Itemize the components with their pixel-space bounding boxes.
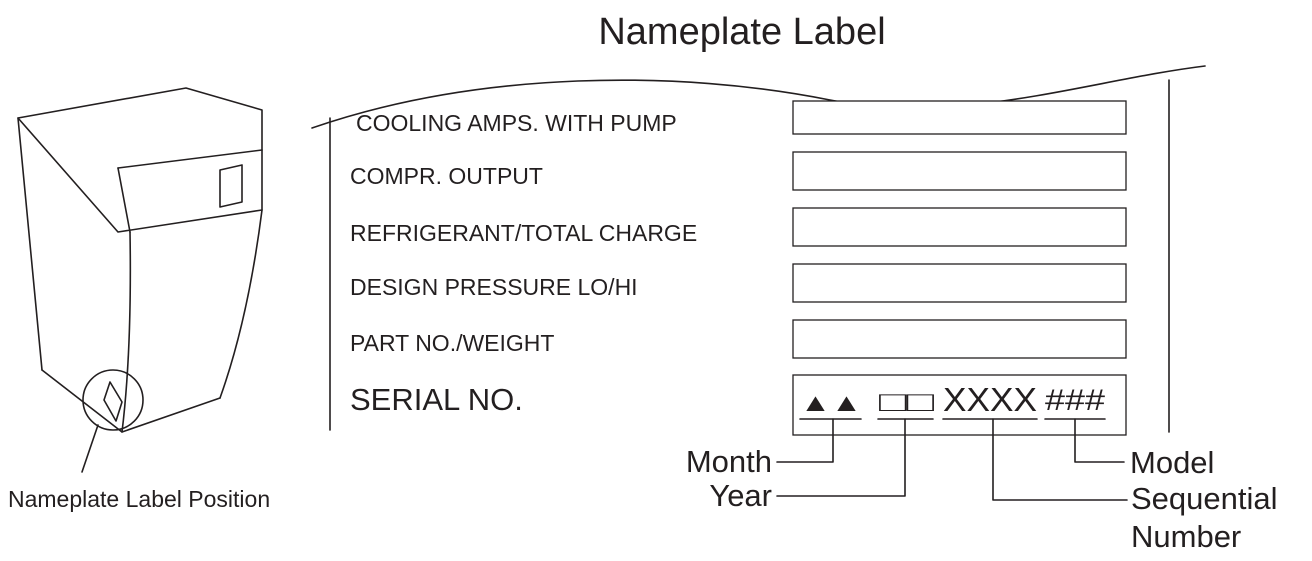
label-position-circle bbox=[82, 369, 144, 431]
label-sheet bbox=[311, 65, 1206, 433]
callout-number: Number bbox=[1131, 519, 1241, 554]
unit-bottom-edge bbox=[41, 369, 221, 433]
field-label-design-pressure: DESIGN PRESSURE LO/HI bbox=[350, 274, 638, 300]
callout-month: Month bbox=[686, 444, 772, 479]
unit-right-edge bbox=[219, 209, 263, 399]
field-box-refrigerant bbox=[792, 207, 1127, 247]
sequential-leader-line bbox=[992, 418, 1128, 501]
unit-top-edge bbox=[117, 149, 263, 169]
field-label-compr-output: COMPR. OUTPUT bbox=[350, 163, 543, 189]
serial-label: SERIAL NO. bbox=[350, 382, 523, 417]
diagram-title: Nameplate Label bbox=[598, 11, 885, 53]
serial-model-code: ### bbox=[1045, 384, 1105, 417]
position-caption: Nameplate Label Position bbox=[8, 486, 270, 512]
callout-model: Model bbox=[1130, 445, 1214, 480]
field-box-part-weight bbox=[792, 319, 1127, 359]
field-box-cooling-amps bbox=[792, 100, 1127, 135]
serial-sequence-code: XXXX bbox=[943, 381, 1037, 418]
callout-year: Year bbox=[709, 478, 772, 513]
field-label-cooling-amps: COOLING AMPS. WITH PUMP bbox=[356, 110, 677, 136]
unit-side-window bbox=[219, 164, 243, 208]
month-leader-line bbox=[776, 418, 834, 463]
unit-front-edge bbox=[121, 231, 132, 433]
serial-year-code: □□ bbox=[879, 386, 934, 417]
field-label-part-weight: PART NO./WEIGHT bbox=[350, 330, 554, 356]
unit-top-outline bbox=[17, 87, 263, 233]
unit-front-top bbox=[117, 167, 131, 233]
unit-left-edge bbox=[17, 117, 43, 371]
model-leader-line bbox=[1074, 418, 1125, 463]
callout-sequential: Sequential bbox=[1131, 481, 1278, 516]
field-box-design-pressure bbox=[792, 263, 1127, 303]
field-box-compr-output bbox=[792, 151, 1127, 191]
field-label-refrigerant: REFRIGERANT/TOTAL CHARGE bbox=[350, 220, 697, 246]
nameplate-marker-icon bbox=[103, 381, 123, 422]
serial-month-code: ▲▲ bbox=[800, 389, 862, 417]
unit-illustration bbox=[17, 87, 263, 473]
position-leader-line bbox=[81, 424, 99, 473]
label-torn-edge bbox=[311, 65, 1206, 129]
year-leader-line bbox=[776, 418, 906, 497]
serial-box bbox=[792, 374, 1127, 436]
